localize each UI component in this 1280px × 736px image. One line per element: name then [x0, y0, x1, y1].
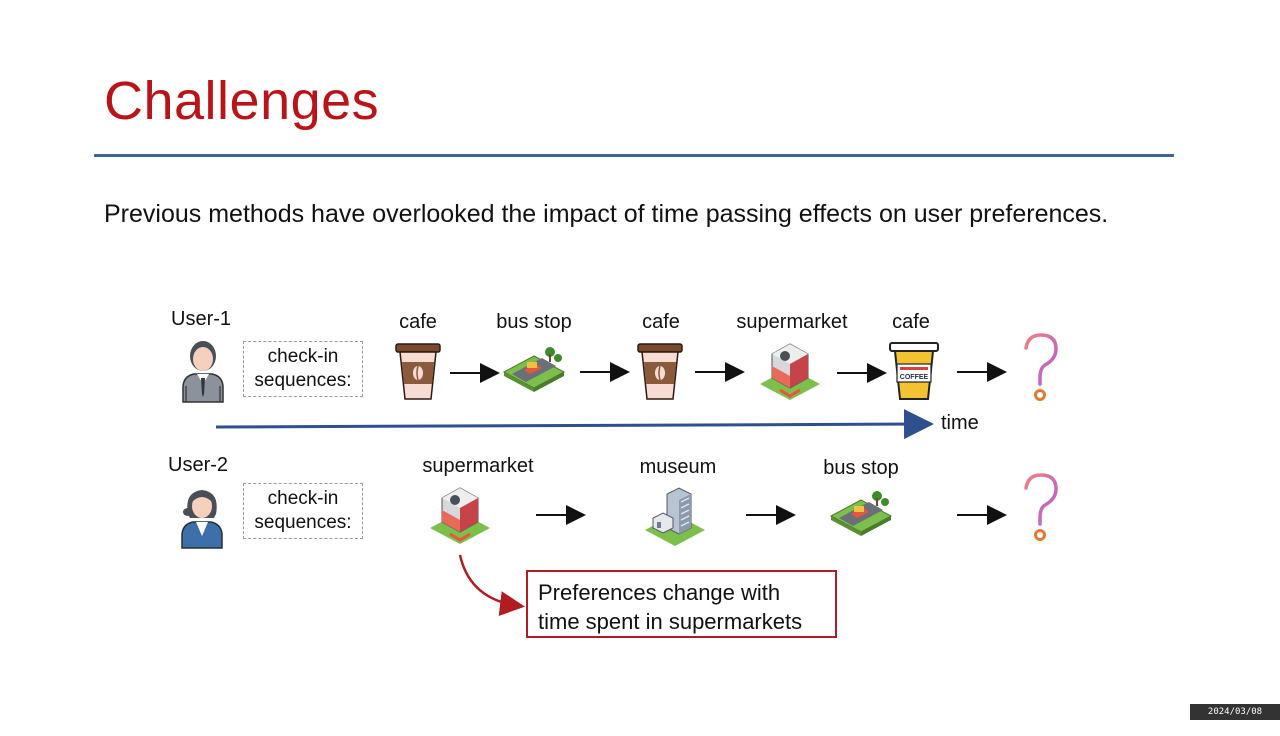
- note-line-2: time spent in supermarkets: [538, 609, 803, 634]
- timeline-label: time: [941, 412, 979, 434]
- coffee-cup-icon: [637, 343, 683, 400]
- user1-place-5: cafe: [892, 311, 930, 333]
- slide-title: Challenges: [104, 71, 380, 131]
- user2-seq-line1: check-in: [267, 488, 339, 509]
- user1-sequence-box: check-in sequences:: [243, 341, 363, 397]
- user2-place-2: museum: [639, 456, 717, 478]
- title-divider: [94, 154, 1174, 157]
- user2-seq-line2: sequences:: [254, 512, 352, 533]
- user1-place-1: cafe: [399, 311, 437, 333]
- businesswoman-icon: [181, 490, 223, 549]
- slide: Challenges Previous methods have overloo…: [94, 71, 1280, 733]
- svg-text:COFFEE: COFFEE: [900, 374, 929, 381]
- user1-label: User-1: [171, 308, 232, 330]
- note-arrow: [458, 554, 525, 617]
- user1-seq-line1: check-in: [267, 346, 339, 367]
- museum-building-icon: [645, 487, 705, 546]
- user1-place-3: cafe: [642, 311, 680, 333]
- timeline-arrow: [215, 409, 934, 440]
- user2-place-3: bus stop: [823, 457, 899, 479]
- user2-label: User-2: [168, 454, 229, 476]
- supermarket-building-icon: [760, 343, 820, 400]
- preference-change-note: Preferences change with time spent in su…: [526, 570, 837, 638]
- question-mark-icon: [1024, 473, 1058, 541]
- user2-place-1: supermarket: [422, 455, 534, 477]
- businessman-icon: [182, 341, 224, 403]
- question-mark-icon: [1024, 333, 1058, 401]
- arrows-layer: [215, 362, 1007, 617]
- user1-seq-line2: sequences:: [254, 370, 352, 391]
- supermarket-building-icon: [430, 487, 490, 544]
- bus-stop-icon: [829, 491, 893, 536]
- user2-sequence-box: check-in sequences:: [243, 483, 363, 539]
- slide-subtitle: Previous methods have overlooked the imp…: [104, 200, 1109, 228]
- note-line-1: Preferences change with: [538, 580, 781, 605]
- user1-arrows: [450, 362, 1007, 383]
- recording-timestamp: 2024/03/08 18:12:17: [1190, 704, 1280, 733]
- user1-place-4: supermarket: [736, 311, 848, 333]
- coffee-cup-icon: COFFEE: [889, 342, 939, 400]
- user1-place-2: bus stop: [496, 311, 572, 333]
- coffee-cup-icon: [395, 343, 441, 400]
- bus-stop-icon: [502, 347, 566, 392]
